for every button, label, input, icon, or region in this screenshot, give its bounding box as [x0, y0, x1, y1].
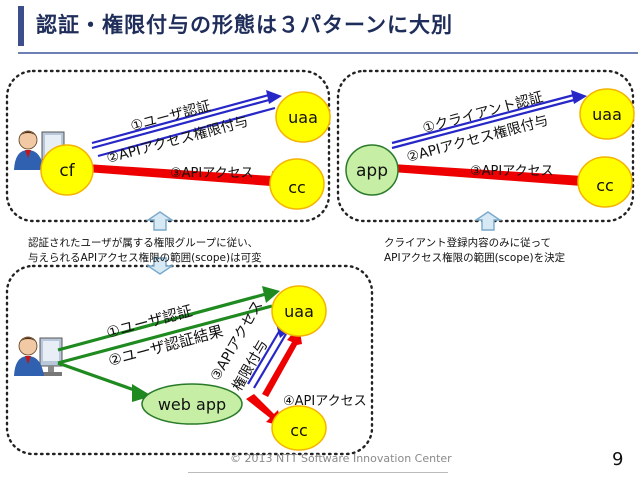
- web-app-node: [141, 383, 243, 425]
- footer-copyright: © 2013 NTT Software Innovation Center: [230, 452, 452, 465]
- cc-node-p1: [269, 158, 325, 210]
- app-node: [345, 144, 399, 196]
- callout-arrow-left: [145, 211, 175, 231]
- cc-node-p2: [577, 156, 633, 208]
- arrow-token-grant-p1: [97, 106, 276, 158]
- note-left-line1: 認証されたユーザが属する権限グループに従い、: [28, 237, 259, 249]
- app-node-label: app: [356, 161, 388, 181]
- p2-step3-label: ③APIアクセス: [470, 164, 554, 179]
- panel-webapp-border: [5, 264, 374, 456]
- panel-client-auth-border: [336, 69, 635, 223]
- arrow-client-auth-p2: [391, 90, 587, 150]
- arrow-api-access-p3: [246, 394, 282, 426]
- cc-node-p2-label: cc: [596, 176, 614, 195]
- arrow-user-auth-p3: [57, 286, 280, 352]
- note-right-line1: クライアント登録内容のみに従って: [384, 237, 552, 249]
- title-underline: [18, 52, 638, 54]
- note-left-line2: 与えられるAPIアクセス権限の範囲(scope)は可変: [28, 252, 262, 264]
- cc-node-p1-label: cc: [288, 178, 306, 197]
- panel-user-auth-border: [5, 69, 331, 223]
- web-app-node-label: web app: [158, 395, 226, 414]
- p3-step4-label: ④APIアクセス: [283, 394, 367, 409]
- arrow-api-token-request-p3: [262, 326, 302, 397]
- arrow-api-access-p2: [392, 164, 594, 193]
- note-right: クライアント登録内容のみに従って APIアクセス権限の範囲(scope)を決定: [384, 236, 565, 266]
- title-accent-bar: [18, 6, 24, 46]
- callout-arrow-right: [473, 211, 503, 231]
- cf-node: [40, 144, 94, 196]
- uaa-node-p2-label: uaa: [592, 105, 622, 124]
- note-right-line2: APIアクセス権限の範囲(scope)を決定: [384, 252, 566, 264]
- note-left: 認証されたユーザが属する権限グループに従い、 与えられるAPIアクセス権限の範囲…: [28, 236, 262, 266]
- arrow-user-auth-p1: [91, 90, 282, 150]
- slide-title: 認証・権限付与の形態は３パターンに大別: [36, 13, 453, 37]
- uaa-node-p1-label: uaa: [288, 108, 318, 127]
- callout-arrow-left-bottom: [145, 257, 175, 275]
- cc-node-p3-label: cc: [290, 421, 308, 440]
- user-icon-panel3: [14, 336, 63, 376]
- p1-step3-label: ③APIアクセス: [170, 166, 254, 181]
- page-number: 9: [612, 449, 624, 470]
- arrow-api-access-p1: [86, 164, 283, 193]
- uaa-node-p3: [271, 285, 327, 337]
- uaa-node-p3-label: uaa: [284, 302, 314, 321]
- uaa-node-p1: [275, 91, 331, 143]
- uaa-node-p2: [579, 88, 635, 140]
- cc-node-p3: [271, 405, 327, 451]
- cf-node-label: cf: [59, 161, 75, 181]
- footer-rule: [188, 472, 448, 473]
